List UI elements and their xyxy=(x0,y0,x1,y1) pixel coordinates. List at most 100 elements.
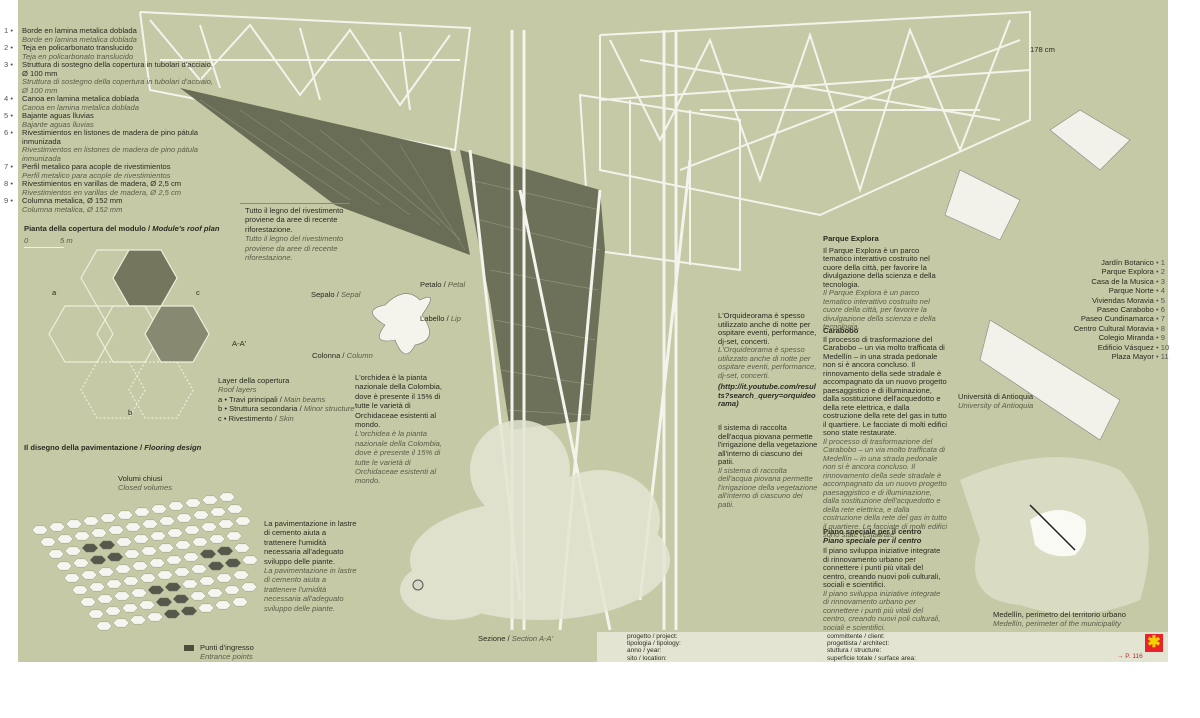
explora-title: Parque Explora xyxy=(823,234,879,243)
sepal-label: Sepalo / Sepal xyxy=(311,290,361,299)
floor-tile xyxy=(104,606,122,616)
floor-tile xyxy=(73,531,91,541)
floor-tile xyxy=(209,507,227,517)
project-info-bar: progetto / project:tipologia / tipology:… xyxy=(597,632,1168,662)
floor-tile xyxy=(163,609,181,619)
wood-note-sub: Tutto il legno del rivestimento proviene… xyxy=(245,234,344,263)
legend-number: 4 • xyxy=(4,94,13,103)
floor-tile xyxy=(164,582,182,592)
floor-tile xyxy=(190,564,208,574)
lip-label: Labello / Lip xyxy=(420,314,461,323)
floor-tile xyxy=(166,528,184,538)
floor-tile xyxy=(148,558,166,568)
place-item: Edificio Vásquez • 10 xyxy=(1097,342,1170,352)
floor-tile xyxy=(107,525,125,535)
floor-tile xyxy=(182,552,200,562)
floor-tile xyxy=(183,525,201,535)
floor-tile xyxy=(157,543,175,553)
floor-tile xyxy=(72,558,90,568)
layer-label-c: c xyxy=(196,288,200,297)
floor-tile xyxy=(225,531,243,541)
floor-tile xyxy=(156,570,174,580)
legend-sub: Bajante aguas lluvias xyxy=(22,119,94,129)
orchid-note: L'orchidea è la pianta nazionale della C… xyxy=(355,373,450,486)
floor-tile xyxy=(241,555,259,565)
place-item: Plaza Mayor • 11 xyxy=(1111,352,1169,362)
floor-tile xyxy=(56,534,74,544)
legend-main: Canoa en lamina metalica doblada xyxy=(22,94,139,103)
rain-note-main: Il sistema di raccolta dell'acqua piovan… xyxy=(718,423,818,466)
floor-tile xyxy=(81,543,99,553)
section-mark: A-A' xyxy=(232,339,247,348)
layer-label-a: a xyxy=(52,288,57,297)
legend-main: Rivestimientos en varillas de madera, Ø … xyxy=(22,179,182,188)
medellin-map xyxy=(944,109,1149,614)
leader xyxy=(240,203,350,204)
floor-tile xyxy=(167,501,185,511)
legend-sub: Canoa en lamina metalica doblada xyxy=(22,102,139,112)
floor-tile xyxy=(181,579,199,589)
youtube-link[interactable]: (http://it.youtube.com/results?search_qu… xyxy=(718,382,816,408)
orchid-drawing xyxy=(372,293,431,355)
floor-tile xyxy=(129,615,147,625)
floor-tile xyxy=(82,516,100,526)
place-item: Parque Norte • 4 xyxy=(1108,286,1165,296)
floor-tile xyxy=(214,600,232,610)
floor-tile xyxy=(95,621,113,631)
legend-number: 3 • xyxy=(4,60,13,69)
carabobo-sub: Il processo di trasformazione del Carabo… xyxy=(823,436,948,539)
legend-sub: Rivestimientos en varillas de madera, Ø … xyxy=(22,187,182,197)
floor-tile xyxy=(97,567,115,577)
floor-tile xyxy=(79,597,97,607)
floor-tile xyxy=(105,579,123,589)
cladding-hatch xyxy=(199,99,466,251)
place-item: Parque Explora • 2 xyxy=(1101,267,1165,277)
floor-tile xyxy=(48,522,66,532)
floor-tile xyxy=(106,552,124,562)
legend-sub: Rivestimientos en listones de madera de … xyxy=(22,145,199,163)
layer-label-b: b xyxy=(128,408,133,417)
place-item: Colegio Miranda • 9 xyxy=(1098,333,1165,343)
floor-tile xyxy=(184,498,202,508)
floor-tile xyxy=(112,618,130,628)
wood-cladding-left xyxy=(180,88,470,255)
floor-tile xyxy=(96,594,114,604)
flooring-hexagons xyxy=(31,492,259,631)
rain-note-sub: Il sistema di raccolta dell'acqua piovan… xyxy=(718,465,818,509)
info-field-label: anno / year: xyxy=(627,647,662,655)
floor-tile xyxy=(140,546,158,556)
floor-tile xyxy=(80,570,98,580)
piano-sub: Il piano sviluppa iniziative integrate d… xyxy=(823,588,941,632)
place-item: Casa de la Musica • 3 xyxy=(1091,276,1165,286)
floor-tile xyxy=(115,537,133,547)
floor-tile xyxy=(47,549,65,559)
floor-tile xyxy=(155,597,173,607)
layers-title-en: Roof layers xyxy=(218,385,257,395)
carabobo-title: Carabobo xyxy=(823,326,859,335)
floor-tile xyxy=(114,564,132,574)
legend-main: Borde en lamina metalica doblada xyxy=(22,26,137,35)
page-reference[interactable]: → P. 116 xyxy=(1117,653,1143,660)
roof-plan-hexagons xyxy=(48,249,210,419)
floor-tile xyxy=(180,606,198,616)
layer-item: a • Travi principali / Main beams xyxy=(218,394,326,404)
explora-main: Il Parque Explora è un parco tematico in… xyxy=(823,245,936,289)
scale-5m: 5 m xyxy=(60,236,73,245)
floor-tile xyxy=(122,576,140,586)
floor-tile xyxy=(121,603,139,613)
floor-tile xyxy=(139,573,157,583)
place-item: Viviendas Moravia • 5 xyxy=(1091,295,1165,305)
floor-tile xyxy=(141,519,159,529)
floor-tile xyxy=(55,561,73,571)
floor-tile xyxy=(87,609,105,619)
floor-tile xyxy=(175,513,193,523)
legend-item: 3 •Struttura di sostegno della copertura… xyxy=(4,60,218,95)
floor-tile xyxy=(116,510,134,520)
floor-tile xyxy=(232,570,250,580)
funnel-hatch xyxy=(469,179,601,416)
